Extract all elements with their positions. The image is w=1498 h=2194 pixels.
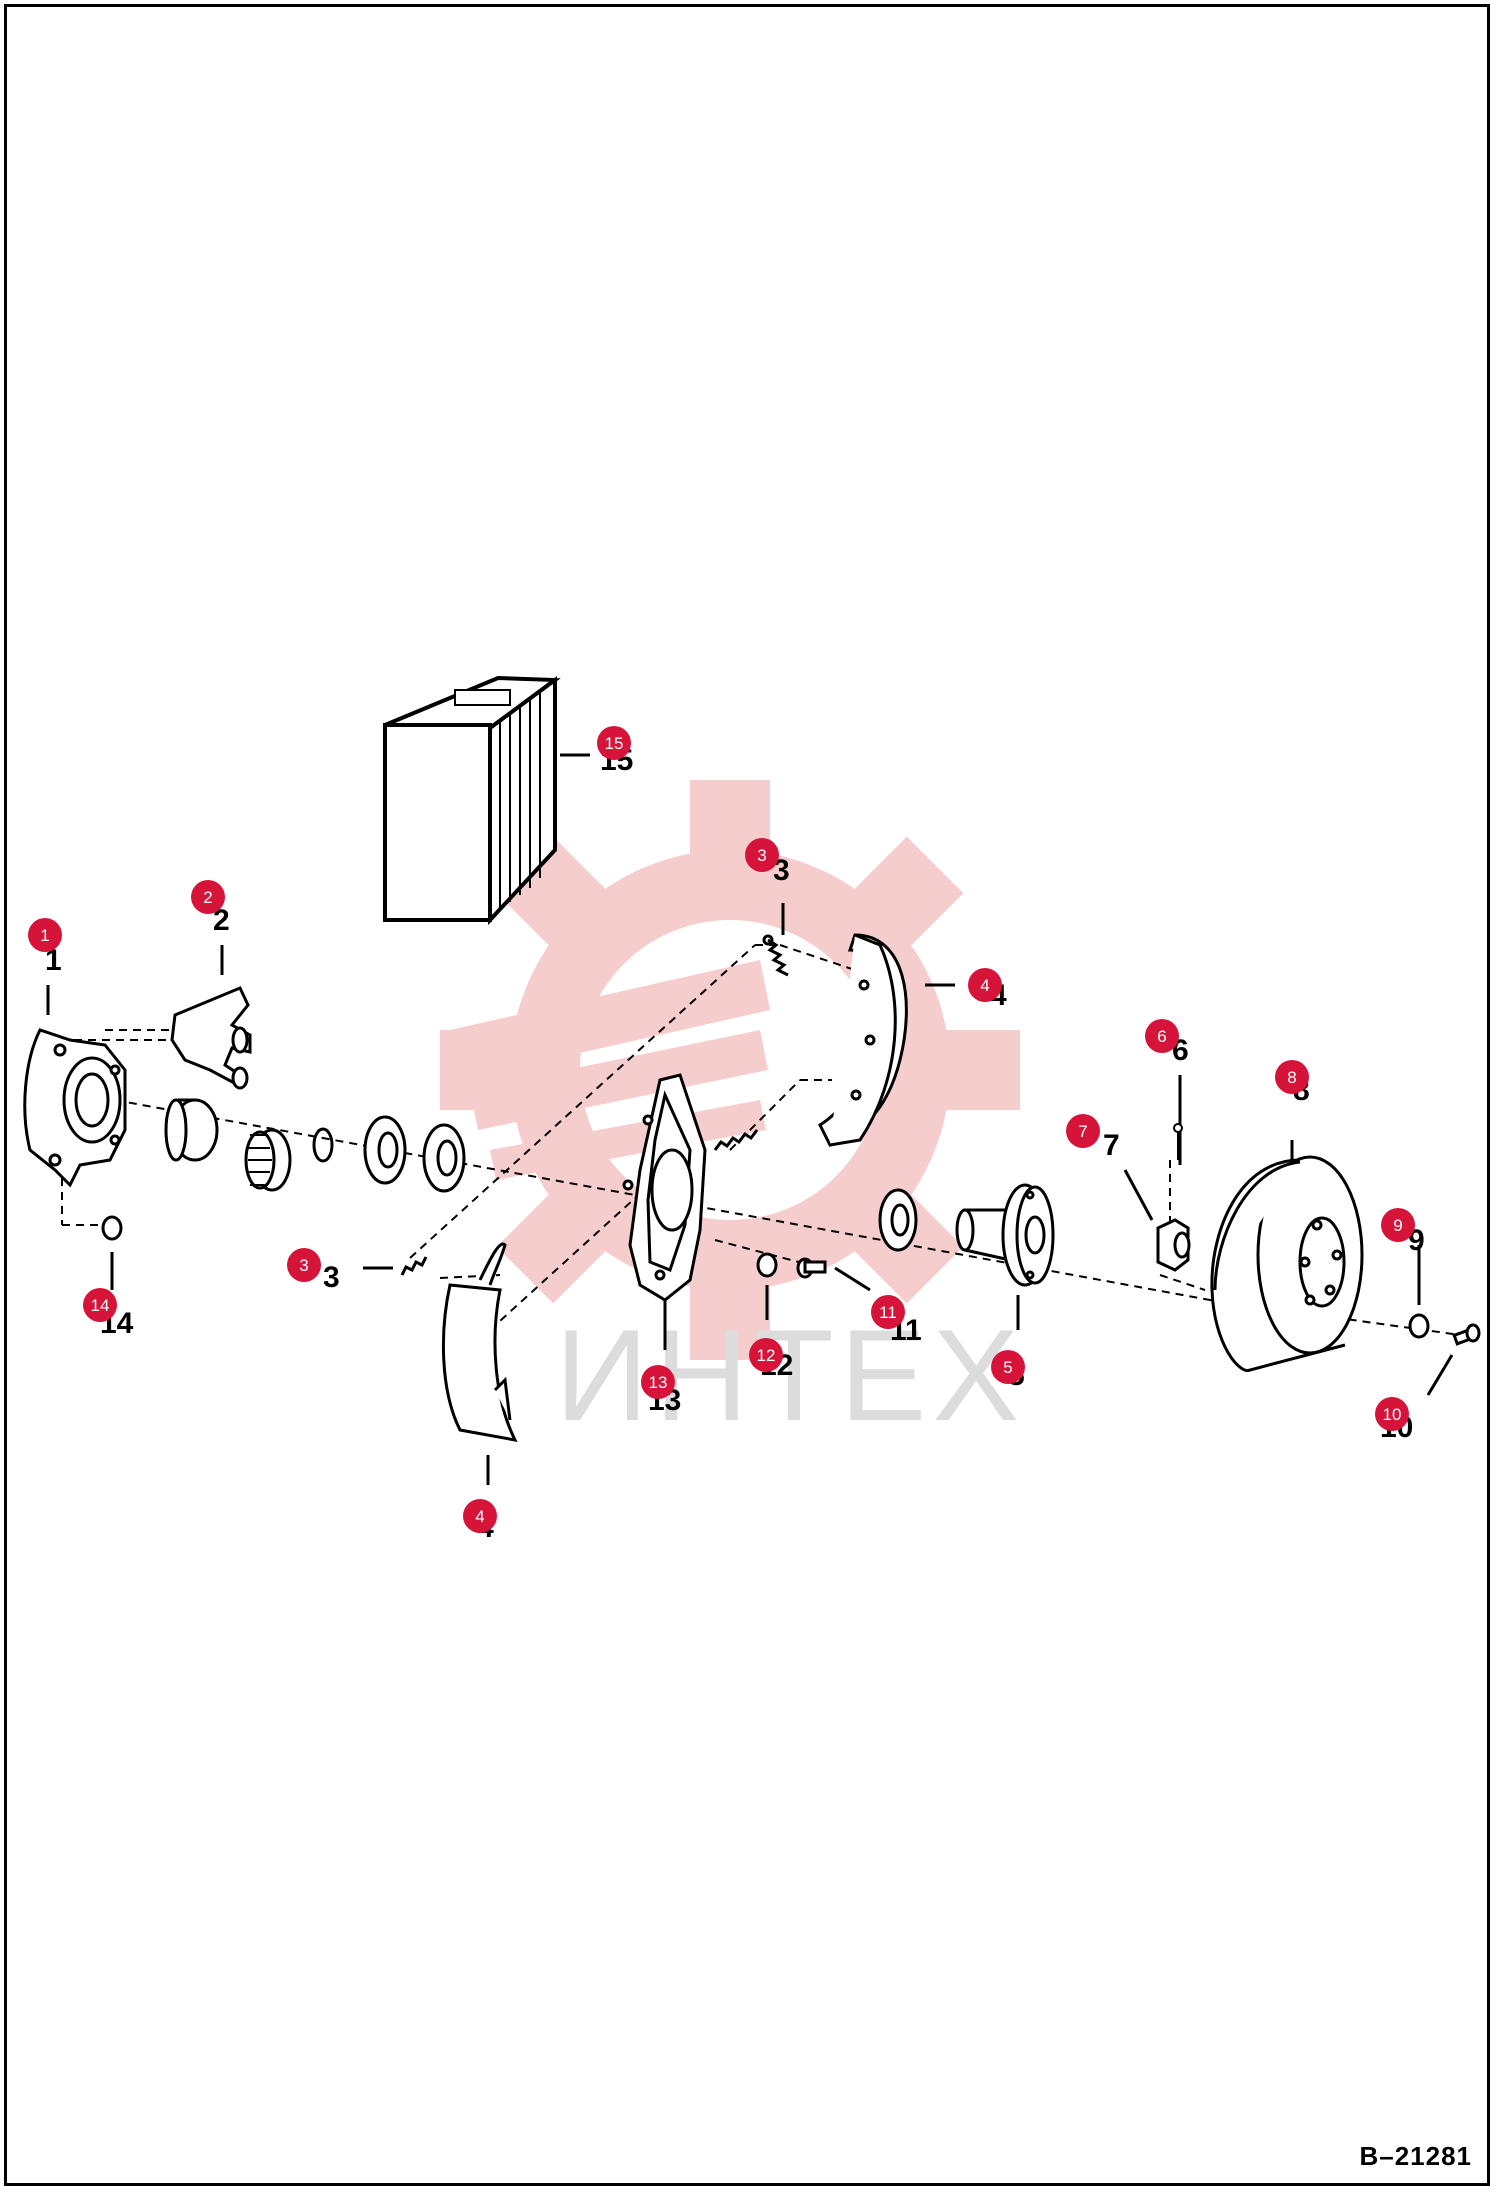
callout-3a-label: 3 [757, 846, 766, 865]
callout-9[interactable]: 9 [1381, 1208, 1415, 1242]
callout-1-label: 1 [40, 926, 49, 945]
callout-8[interactable]: 8 [1275, 1060, 1309, 1094]
callout-9-label: 9 [1393, 1216, 1402, 1235]
callout-10-label: 10 [1383, 1405, 1402, 1424]
part-4-brake-shoe-lower [441, 1242, 518, 1443]
callout-12[interactable]: 12 [749, 1338, 783, 1372]
watermark-text: ИНТЕХ [555, 1302, 1025, 1448]
part-5-hub [955, 1183, 1055, 1287]
part-8-brake-drum [1210, 1155, 1364, 1372]
callout-4b[interactable]: 4 [463, 1499, 497, 1533]
printed-number-3b: 3 [323, 1261, 340, 1294]
part-12-nut [756, 1252, 778, 1278]
callout-3b-label: 3 [299, 1256, 308, 1275]
part-9-nut [1408, 1313, 1430, 1339]
printed-number-7: 7 [1103, 1129, 1120, 1162]
callout-10[interactable]: 10 [1375, 1397, 1409, 1431]
part-7-castle-nut [1156, 1218, 1191, 1272]
part-6-cotter-pin [1173, 1123, 1183, 1160]
callout-14[interactable]: 14 [83, 1288, 117, 1322]
callout-2[interactable]: 2 [191, 880, 225, 914]
callout-6[interactable]: 6 [1145, 1019, 1179, 1053]
part-10-bolt [1452, 1323, 1481, 1346]
callout-markers: 1 2 3 3 4 4 5 6 [28, 726, 1415, 1533]
part-11-bolt [796, 1257, 827, 1279]
seal-left [363, 1115, 407, 1185]
callout-3a[interactable]: 3 [745, 838, 779, 872]
callout-4a-label: 4 [980, 976, 989, 995]
callout-13[interactable]: 13 [641, 1365, 675, 1399]
part-4-brake-shoe-upper [818, 933, 908, 1147]
seal-middle [422, 1123, 466, 1193]
part-15-kit-box [383, 675, 561, 926]
callout-5-label: 5 [1003, 1358, 1012, 1377]
part-13-backing-plate [622, 1073, 707, 1302]
callout-6-label: 6 [1157, 1027, 1166, 1046]
callout-11[interactable]: 11 [871, 1295, 905, 1329]
bearing-cup [164, 1098, 219, 1162]
callout-4b-label: 4 [475, 1507, 484, 1526]
part-1-housing [23, 1028, 127, 1188]
callout-8-label: 8 [1287, 1068, 1296, 1087]
part-2-yoke [170, 986, 252, 1090]
spring-middle [713, 1129, 759, 1151]
drawing-frame [4, 4, 1490, 2186]
watermark-logo: ИНТЕХ [440, 780, 1025, 1448]
callout-7[interactable]: 7 [1066, 1114, 1100, 1148]
printed-number-1: 1 [45, 944, 62, 977]
drawing-code: B–21281 [1359, 2141, 1472, 2171]
printed-number-2: 2 [213, 904, 230, 937]
callout-3b[interactable]: 3 [287, 1248, 321, 1282]
callout-15-label: 15 [605, 734, 624, 753]
roller-bearing [244, 1128, 292, 1192]
callout-13-label: 13 [649, 1373, 668, 1392]
o-ring [312, 1127, 334, 1163]
seal-right [878, 1188, 918, 1252]
spring-upper [762, 934, 789, 977]
callout-1[interactable]: 1 [28, 918, 62, 952]
callout-15[interactable]: 15 [597, 726, 631, 760]
part-14-nut [101, 1215, 123, 1241]
callout-7-label: 7 [1078, 1122, 1087, 1141]
callout-14-label: 14 [91, 1296, 110, 1315]
callout-11-label: 11 [879, 1303, 897, 1322]
spring-lower [400, 1256, 428, 1276]
callout-12-label: 12 [757, 1346, 776, 1365]
callout-4a[interactable]: 4 [968, 968, 1002, 1002]
callout-5[interactable]: 5 [991, 1350, 1025, 1384]
callout-2-label: 2 [203, 888, 212, 907]
